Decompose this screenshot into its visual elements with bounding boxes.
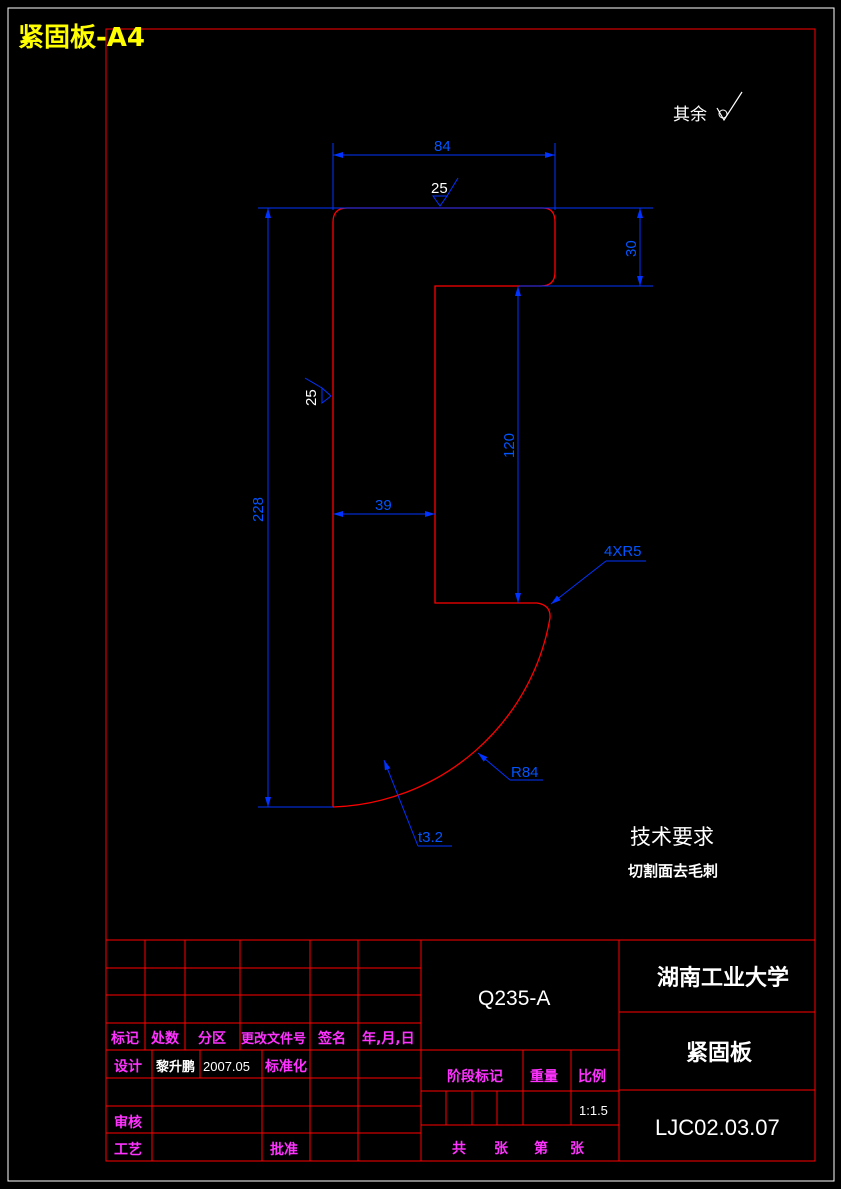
tb-standardization: 标准化 [264,1058,307,1075]
tb-scale-label: 比例 [578,1068,606,1085]
tb-header-2: 分区 [198,1031,226,1047]
tech-req-item: 切割面去毛刺 [628,862,718,880]
tech-req-title: 技术要求 [630,825,714,849]
part-outline [332,207,556,808]
outer-frame [7,7,835,1182]
tb-review: 审核 [114,1114,142,1131]
dim-web-width: 39 [375,497,392,514]
tb-weight: 重量 [530,1068,558,1085]
title-block [105,939,816,1162]
tb-stage-mark: 阶段标记 [447,1068,503,1085]
tb-sheets-1: 张 [494,1141,509,1157]
tb-material: Q235-A [478,987,550,1010]
tb-header-1: 处数 [150,1030,180,1047]
dim-overall-height: 228 [250,497,267,522]
tb-approve: 批准 [270,1141,298,1158]
tb-designer: 黎升鹏 [156,1059,195,1075]
dimension-lines [258,143,653,847]
tb-design-date: 2007.05 [203,1059,250,1074]
tb-scale: 1:1.5 [579,1103,608,1118]
dim-fillet: 4XR5 [604,543,642,560]
tb-header-4: 签名 [317,1030,346,1047]
tb-design-label: 设计 [114,1058,142,1075]
roughness-top-value: 25 [431,180,448,197]
dim-thickness: t3.2 [418,829,443,846]
tb-process: 工艺 [114,1141,142,1158]
sheet-title: 紧固板-A4 [18,23,145,53]
roughness-symbol-icon [716,91,743,122]
dim-slot-height: 120 [501,433,518,458]
dim-flange-height: 30 [623,240,640,257]
roughness-left-value: 25 [303,389,320,406]
tb-drawing-no: LJC02.03.07 [655,1115,780,1140]
roughness-note-label: 其余 [673,105,707,125]
tb-header-0: 标记 [110,1030,139,1047]
tb-sheets-0: 共 [452,1140,466,1157]
tb-header-5: 年,月,日 [362,1030,415,1047]
dim-width-top: 84 [434,138,451,155]
tb-sheets-2: 第 [534,1140,548,1157]
tb-part-name: 紧固板 [686,1041,753,1066]
tb-sheets-3: 张 [570,1141,585,1157]
tb-header-3: 更改文件号 [241,1031,306,1047]
dim-arc-radius: R84 [511,764,539,781]
inner-frame [105,28,816,1162]
tb-school: 湖南工业大学 [657,965,789,991]
